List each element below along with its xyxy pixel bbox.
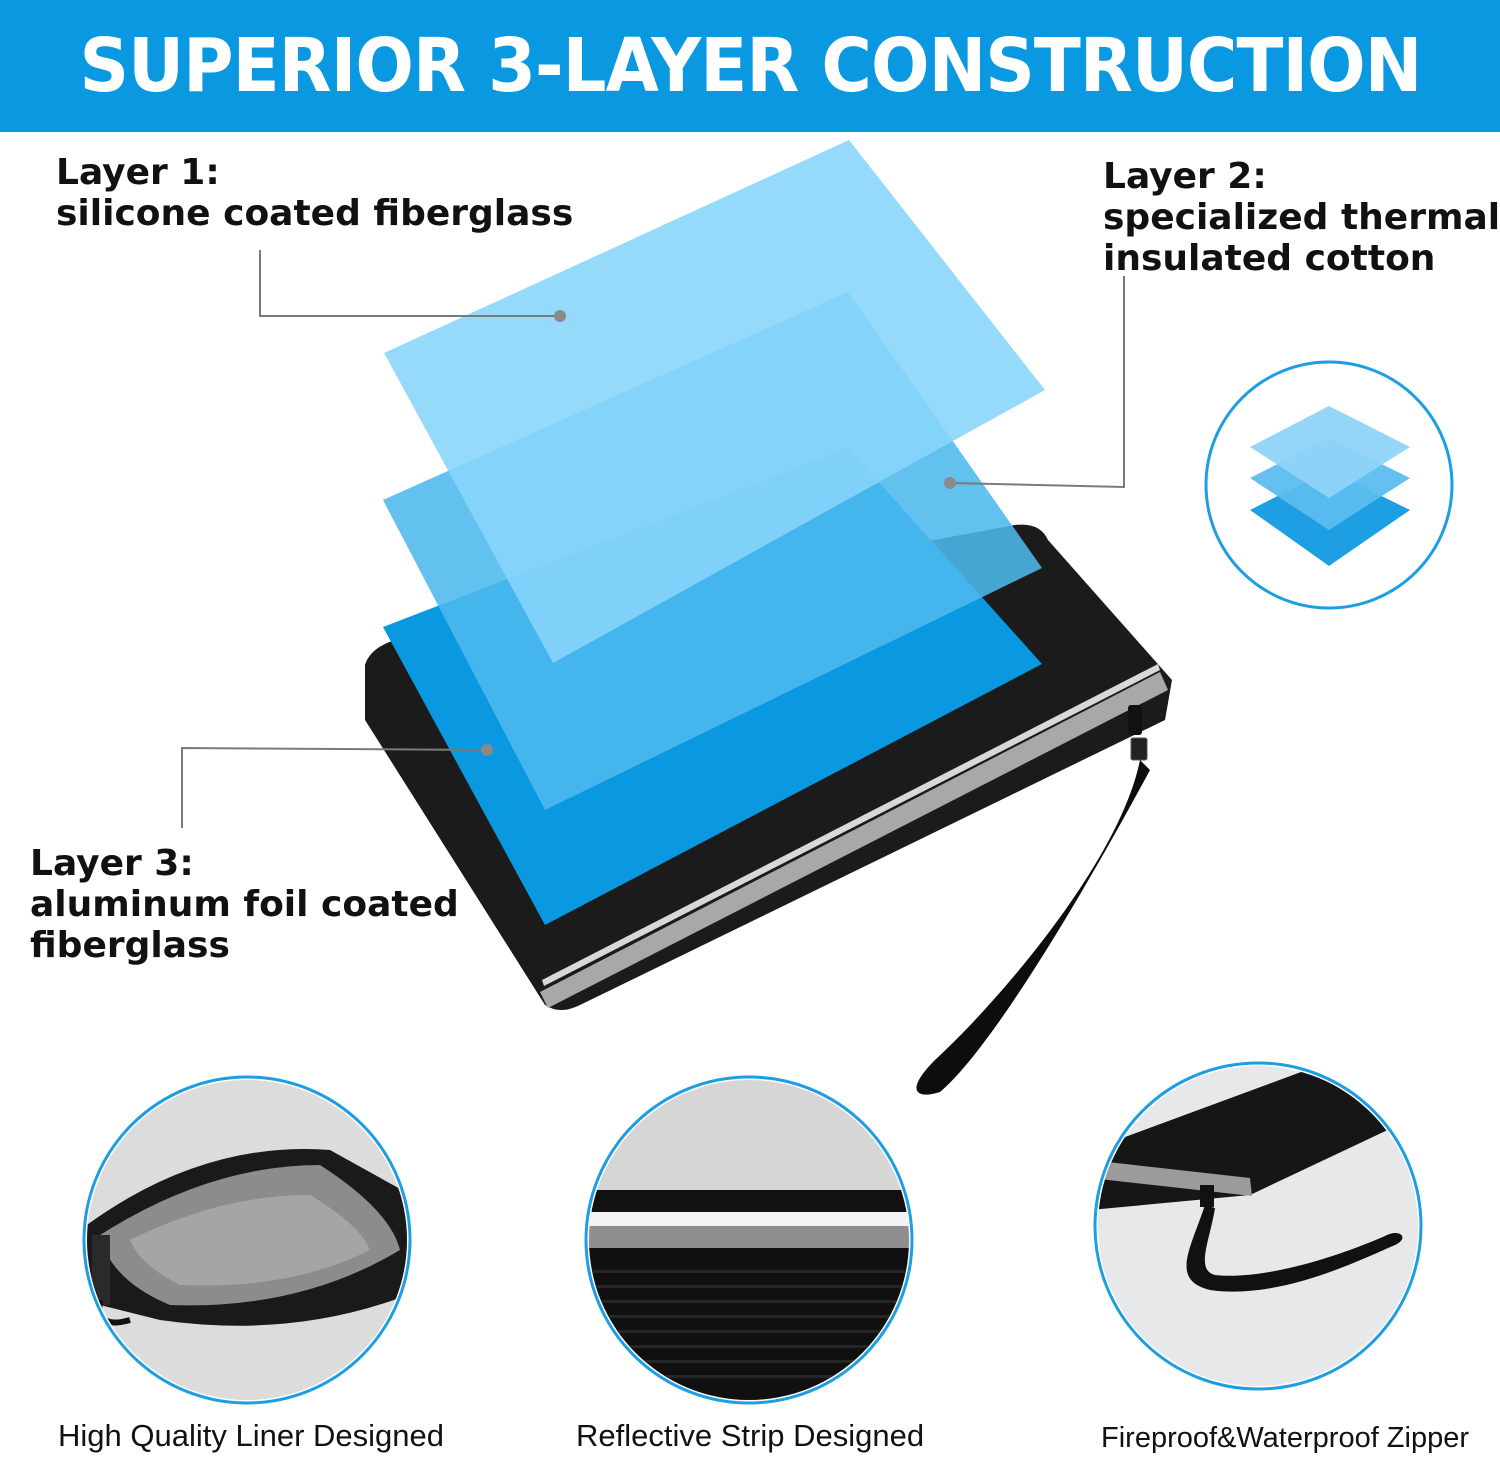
zipper-detail-image xyxy=(1093,1061,1423,1391)
pointer-dot-layer-1 xyxy=(554,310,566,322)
reflective-strip-detail-image xyxy=(584,1075,914,1405)
layer-2-label: Layer 2: specialized thermal insulated c… xyxy=(1103,156,1500,279)
pointer-dot-layer-2 xyxy=(944,477,956,489)
zipper-pull xyxy=(1128,705,1142,735)
liner-detail-image xyxy=(82,1075,412,1405)
layer-2-description-line-1: specialized thermal xyxy=(1103,197,1500,238)
layer-1-title: Layer 1: xyxy=(56,152,220,193)
header-banner: SUPERIOR 3-LAYER CONSTRUCTION xyxy=(0,0,1500,132)
page-title: SUPERIOR 3-LAYER CONSTRUCTION xyxy=(79,23,1422,109)
layer-3-description-line-1: aluminum foil coated xyxy=(30,884,459,925)
layer-3-description-line-2: fiberglass xyxy=(30,925,230,966)
layer-1-description: silicone coated fiberglass xyxy=(56,193,574,234)
leader-lines xyxy=(181,250,1125,828)
layers-icon xyxy=(1204,360,1454,610)
reflective-strip-caption: Reflective Strip Designed xyxy=(576,1418,925,1453)
layer-1-label: Layer 1: silicone coated fiberglass xyxy=(56,152,573,234)
reflective-strip xyxy=(540,672,1168,1008)
pointer-dot-layer-3 xyxy=(481,744,493,756)
wrist-strap xyxy=(916,760,1150,1095)
layer-2-title: Layer 2: xyxy=(1103,156,1267,197)
layer-3-label: Layer 3: aluminum foil coated fiberglass xyxy=(30,843,459,966)
zipper-caption: Fireproof&Waterproof Zipper xyxy=(1101,1422,1470,1454)
layer-3-title: Layer 3: xyxy=(30,843,194,884)
layer-1-sheet xyxy=(384,140,1045,663)
liner-caption: High Quality Liner Designed xyxy=(58,1418,444,1453)
layer-2-description-line-2: insulated cotton xyxy=(1103,238,1436,279)
